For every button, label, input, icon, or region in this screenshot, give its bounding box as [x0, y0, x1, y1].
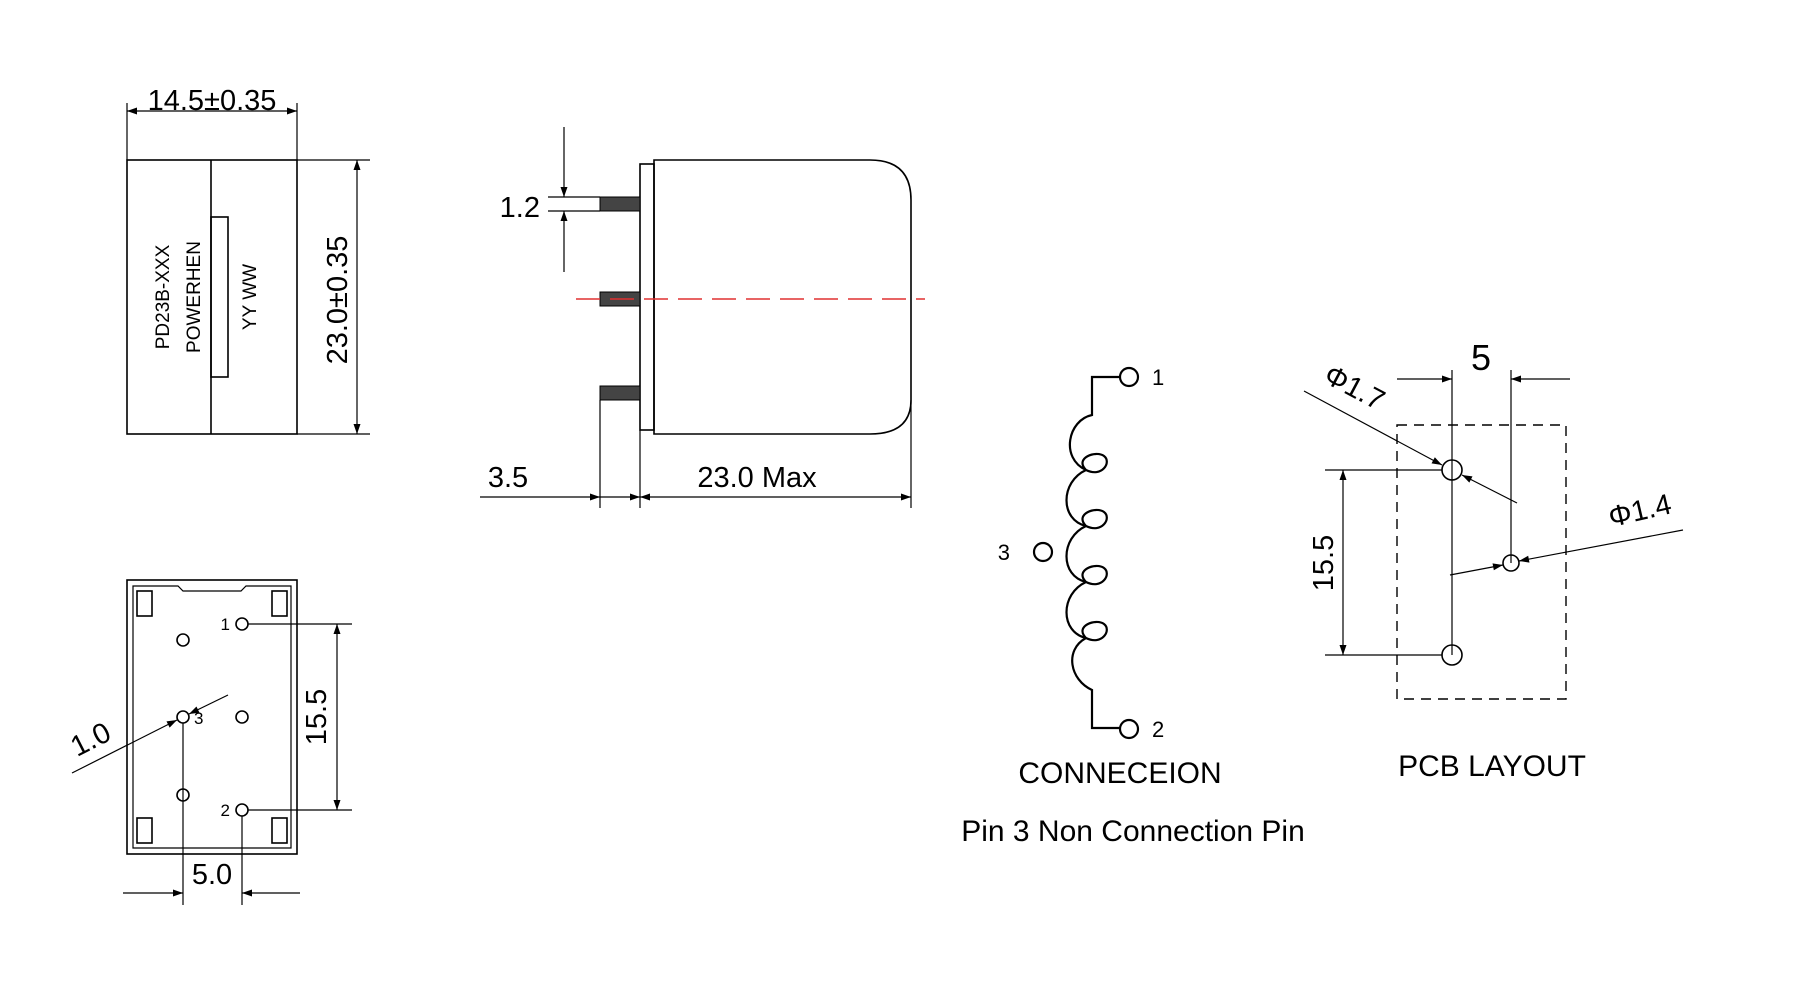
- pcb-outline: [1396, 424, 1567, 700]
- bottom-view: 1 2 3 1.0 15.5 5.0: [66, 579, 352, 905]
- pin-dia-leader: [71, 719, 178, 774]
- hole1-leader-out: [1461, 474, 1518, 504]
- side-pin-top: [599, 196, 641, 212]
- standoff-top-right: [271, 590, 288, 617]
- pcb-pitch-dim-label: 15.5: [1308, 535, 1340, 591]
- connection-schematic: 1 2 3 CONNECEION Pin 3 Non Connection Pi…: [961, 365, 1305, 848]
- bottom-pin-3: [176, 710, 190, 724]
- connection-pin-3-label: 3: [998, 540, 1010, 565]
- bottom-pin-2-label: 2: [221, 801, 230, 820]
- marking-line-2: POWERHEN: [184, 241, 205, 353]
- hole2-leader: [1518, 529, 1684, 563]
- bottom-view-inner: [132, 585, 292, 849]
- standoff-top-left: [136, 590, 153, 617]
- width-dim-label: 14.5±0.35: [148, 85, 277, 117]
- pin-width-dim-label: 1.2: [500, 192, 540, 224]
- pcb-layout-title: PCB LAYOUT: [1398, 750, 1586, 783]
- marking-line-1: PD23B-XXX: [153, 244, 174, 349]
- bottom-dummy-pin-a: [176, 633, 190, 647]
- bottom-pin-1-label: 1: [221, 615, 230, 634]
- side-view-body: [653, 159, 912, 435]
- hole2-dim-label: Φ1.4: [1605, 489, 1674, 534]
- body-length-dim-label: 23.0 Max: [697, 462, 817, 494]
- spacing-dim-label: 5: [1471, 337, 1491, 378]
- hole1-dim-label: Φ1.7: [1319, 359, 1390, 417]
- terminal-1: [1118, 366, 1140, 388]
- side-view: 1.2 3.5 23.0 Max: [480, 127, 925, 508]
- pin-dia-leader-out: [188, 694, 229, 715]
- offset-dim-label: 5.0: [192, 859, 232, 891]
- inductor-coil: [1065, 375, 1121, 730]
- top-view: PD23B-XXX POWERHEN YY WW 14.5±0.35 23.0±…: [126, 85, 370, 435]
- top-view-body: [126, 159, 298, 435]
- terminal-3: [1032, 541, 1054, 563]
- bottom-dummy-pin-b: [235, 710, 249, 724]
- connection-pin-1-label: 1: [1152, 365, 1164, 390]
- side-pin-bottom: [599, 385, 641, 401]
- side-view-flange: [639, 163, 655, 431]
- connection-title: CONNECEION: [1018, 757, 1221, 790]
- hole2-leader-out: [1449, 563, 1504, 576]
- standoff-bottom-left: [136, 817, 153, 844]
- height-dim-label: 23.0±0.35: [322, 236, 354, 365]
- pin-dia-dim-label: 1.0: [66, 717, 116, 764]
- pin-length-dim-label: 3.5: [488, 462, 528, 494]
- bottom-pin-3-label: 3: [194, 709, 203, 728]
- bottom-pin-2: [235, 803, 249, 817]
- top-view-label-window: [210, 216, 229, 378]
- hole1-leader: [1303, 390, 1443, 466]
- connection-note: Pin 3 Non Connection Pin: [961, 815, 1305, 848]
- marking-line-3: YY WW: [240, 264, 261, 330]
- terminal-2: [1118, 718, 1140, 740]
- bottom-view-outline: [126, 579, 298, 855]
- bottom-pin-1: [235, 617, 249, 631]
- pitch-dim-label: 15.5: [301, 689, 333, 745]
- connection-pin-2-label: 2: [1152, 717, 1164, 742]
- pcb-layout: 5 15.5 Φ1.7 Φ1.4 PCB LAYOUT: [1303, 337, 1684, 783]
- standoff-bottom-right: [271, 817, 288, 844]
